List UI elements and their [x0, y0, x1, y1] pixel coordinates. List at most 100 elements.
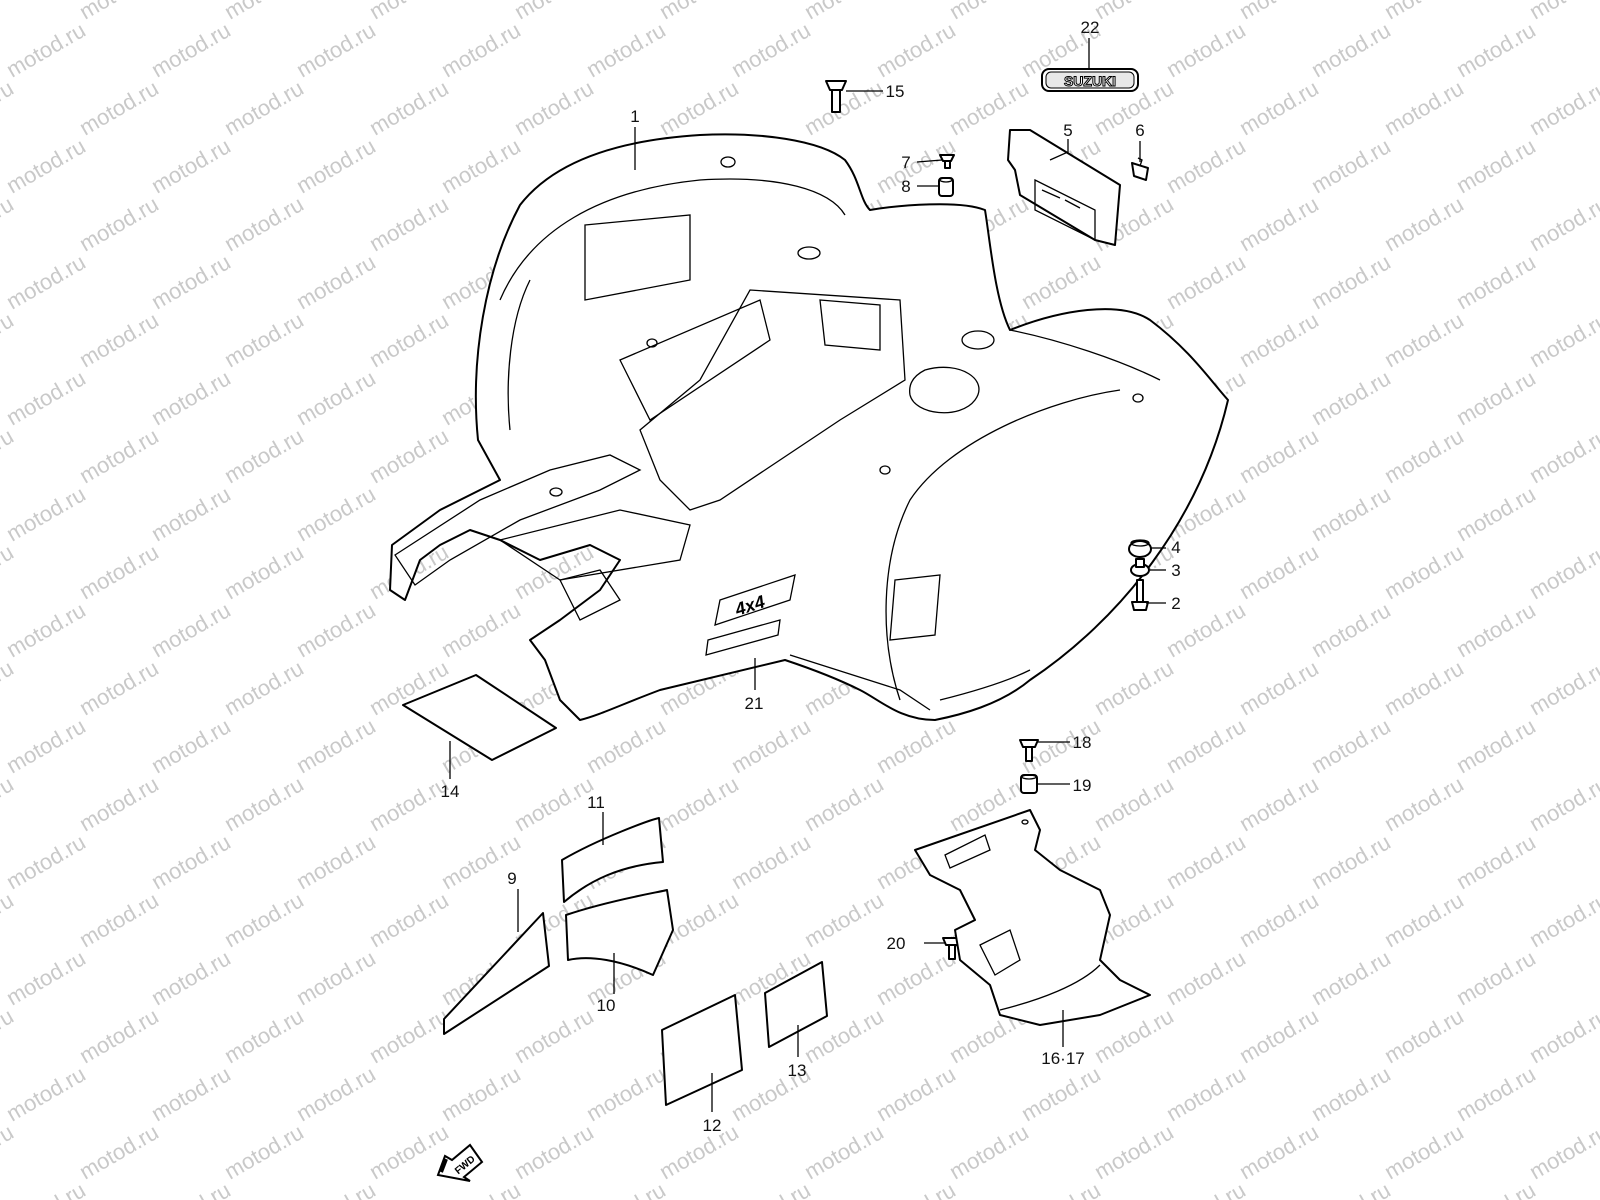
watermark-text: motod.ru — [220, 75, 308, 140]
watermark-text: motod.ru — [655, 1119, 743, 1184]
watermark-text: motod.ru — [220, 1119, 308, 1184]
watermark-text: motod.ru — [1380, 1119, 1468, 1184]
watermark-text: motod.ru — [1525, 423, 1600, 488]
forward-direction-arrow: FWD — [436, 1143, 484, 1182]
suzuki-badge-part-22: SUZUKI — [1041, 68, 1139, 92]
watermark-text: motod.ru — [220, 539, 308, 604]
watermark-text: motod.ru — [1380, 887, 1468, 952]
watermark-text: motod.ru — [1525, 191, 1600, 256]
watermark-text: motod.ru — [1307, 713, 1395, 778]
watermark-text: motod.ru — [1235, 191, 1323, 256]
watermark-text: motod.ru — [292, 365, 380, 430]
screw-part-7 — [939, 154, 955, 169]
watermark-text: motod.ru — [437, 17, 525, 82]
watermark-text: motod.ru — [1307, 481, 1395, 546]
watermark-text: motod.ru — [872, 713, 960, 778]
watermark-text: motod.ru — [1525, 0, 1600, 24]
watermark-text: motod.ru — [220, 1003, 308, 1068]
watermark-text: motod.ru — [1452, 481, 1540, 546]
suzuki-badge-text: SUZUKI — [1064, 73, 1116, 89]
watermark-text: motod.ru — [1162, 945, 1250, 1010]
watermark-text: motod.ru — [147, 1061, 235, 1126]
watermark-text: motod.ru — [365, 887, 453, 952]
watermark-text: motod.ru — [437, 1177, 525, 1200]
watermark-text: motod.ru — [2, 133, 90, 198]
decal-part-9 — [443, 912, 550, 1035]
watermark-text: motod.ru — [292, 249, 380, 314]
watermark-text: motod.ru — [437, 1061, 525, 1126]
watermark-text: motod.ru — [1452, 1061, 1540, 1126]
watermark-text: motod.ru — [147, 481, 235, 546]
watermark-text: motod.ru — [1525, 307, 1600, 372]
callout-8: 8 — [901, 177, 910, 196]
watermark-text: motod.ru — [292, 133, 380, 198]
watermark-text: motod.ru — [800, 887, 888, 952]
watermark-text: motod.ru — [147, 133, 235, 198]
leader-lines — [449, 38, 1166, 1112]
watermark-text: motod.ru — [1090, 771, 1178, 836]
callout-15: 15 — [886, 82, 905, 101]
watermark-text: motod.ru — [147, 713, 235, 778]
watermark-text: motod.ru — [1452, 1177, 1540, 1200]
watermark-text: motod.ru — [292, 1177, 380, 1200]
watermark-text: motod.ru — [1307, 829, 1395, 894]
watermark-text: motod.ru — [0, 539, 18, 604]
watermark-text: motod.ru — [727, 17, 815, 82]
callout-3: 3 — [1171, 561, 1180, 580]
watermark-text: motod.ru — [220, 0, 308, 24]
watermark-text: motod.ru — [800, 771, 888, 836]
watermark-text: motod.ru — [1452, 597, 1540, 662]
washer-part-3 — [1130, 558, 1150, 577]
decal-part-14 — [402, 674, 557, 761]
watermark-text: motod.ru — [75, 75, 163, 140]
watermark-text: motod.ru — [0, 0, 18, 24]
watermark-text: motod.ru — [582, 1061, 670, 1126]
watermark-text: motod.ru — [75, 0, 163, 24]
watermark-text: motod.ru — [1452, 17, 1540, 82]
watermark-text: motod.ru — [0, 75, 18, 140]
watermark-text: motod.ru — [510, 771, 598, 836]
watermark-text: motod.ru — [2, 713, 90, 778]
watermark-text: motod.ru — [1380, 191, 1468, 256]
watermark-text: motod.ru — [220, 191, 308, 256]
watermark-text: motod.ru — [510, 0, 598, 24]
callout-18: 18 — [1073, 733, 1092, 752]
decal-part-12 — [661, 994, 743, 1106]
collar-part-8 — [938, 177, 954, 197]
watermark-text: motod.ru — [1162, 249, 1250, 314]
watermark-text: motod.ru — [1380, 771, 1468, 836]
decal-part-13 — [764, 961, 828, 1048]
callout-21: 21 — [745, 694, 764, 713]
watermark-text: motod.ru — [0, 1003, 18, 1068]
watermark-text: motod.ru — [1525, 887, 1600, 952]
watermark-text: motod.ru — [0, 771, 18, 836]
watermark-text: motod.ru — [2, 1061, 90, 1126]
watermark-text: motod.ru — [872, 1177, 960, 1200]
watermark-text: motod.ru — [1380, 423, 1468, 488]
watermark-text: motod.ru — [1235, 75, 1323, 140]
watermark-text: motod.ru — [582, 1177, 670, 1200]
watermark-text: motod.ru — [292, 945, 380, 1010]
watermark-text: motod.ru — [1380, 539, 1468, 604]
watermark-text: motod.ru — [2, 249, 90, 314]
watermark-text: motod.ru — [0, 655, 18, 720]
watermark-text: motod.ru — [75, 1003, 163, 1068]
grommet-part-4 — [1128, 539, 1152, 558]
watermark-text: motod.ru — [1380, 655, 1468, 720]
watermark-text: motod.ru — [2, 481, 90, 546]
watermark-text: motod.ru — [75, 307, 163, 372]
watermark-text: motod.ru — [147, 597, 235, 662]
decal-part-10 — [565, 889, 674, 976]
watermark-text: motod.ru — [292, 1061, 380, 1126]
watermark-text: motod.ru — [1090, 1119, 1178, 1184]
watermark-text: motod.ru — [2, 1177, 90, 1200]
watermark-text: motod.ru — [1017, 249, 1105, 314]
watermark-text: motod.ru — [75, 771, 163, 836]
watermark-text: motod.ru — [437, 133, 525, 198]
watermark-text: motod.ru — [510, 75, 598, 140]
watermark-text: motod.ru — [1090, 0, 1178, 24]
watermark-text: motod.ru — [1162, 713, 1250, 778]
watermark-text: motod.ru — [1235, 771, 1323, 836]
callout-9: 9 — [507, 869, 516, 888]
callout-22: 22 — [1081, 18, 1100, 37]
